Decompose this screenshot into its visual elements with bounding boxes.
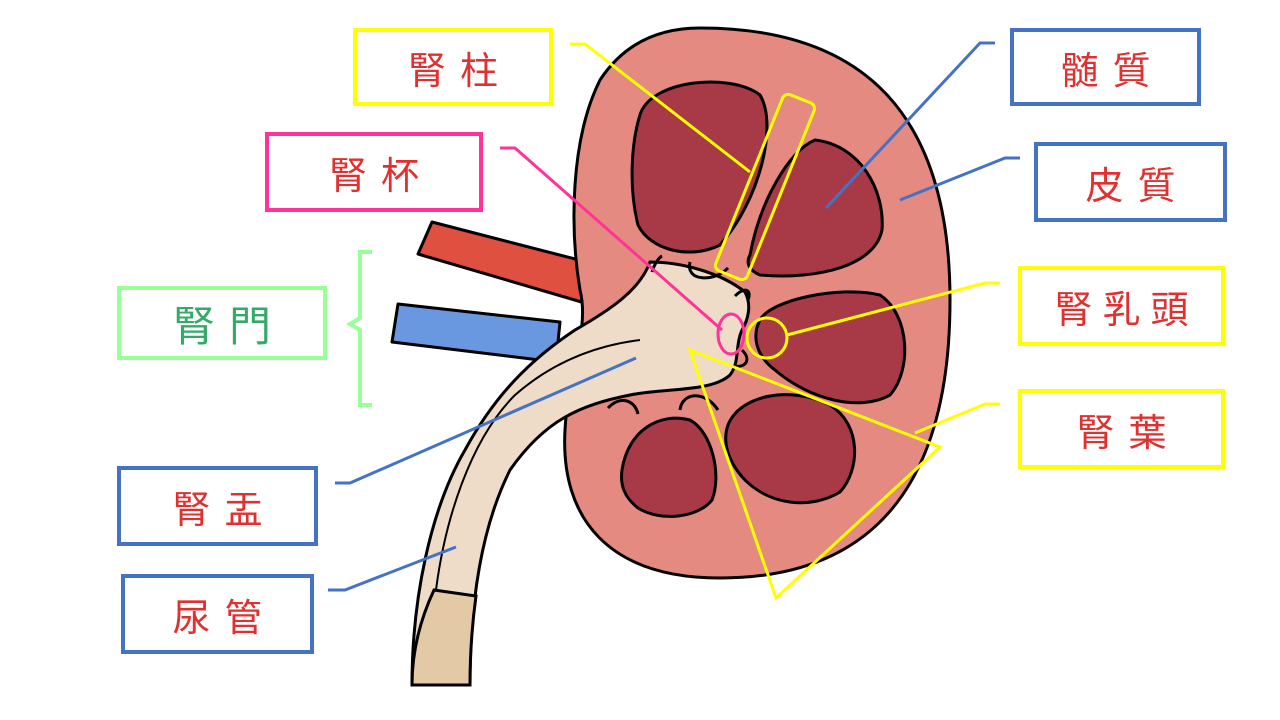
- leader-line-medulla: [824, 41, 995, 210]
- renal-column-highlight: [713, 92, 817, 282]
- leader-line-cortex: [899, 156, 1020, 202]
- calyx-cup: [734, 348, 749, 368]
- label-renal-column: 腎柱: [353, 28, 553, 106]
- renal-calyx-highlight: [716, 312, 746, 356]
- medulla-pyramid: [746, 138, 884, 278]
- renal-vein: [390, 302, 562, 364]
- label-renal-papilla: 腎乳頭: [1018, 266, 1225, 346]
- label-ureter: 尿管: [121, 574, 314, 654]
- leader-line-renal-lobe: [914, 402, 1000, 435]
- leader-line-renal-column: [570, 42, 751, 174]
- renal-papilla-highlight: [745, 316, 789, 360]
- leader-line-ureter: [328, 545, 457, 592]
- label-renal-calyx: 腎杯: [265, 132, 483, 212]
- calyx-cup: [606, 398, 640, 415]
- label-cortex: 皮質: [1034, 142, 1227, 222]
- label-renal-lobe: 腎葉: [1018, 389, 1225, 469]
- medulla-pyramid: [620, 416, 718, 518]
- calyx-cup: [678, 394, 720, 411]
- leader-line-renal-pelvis: [335, 356, 637, 485]
- label-medulla: 髄質: [1010, 28, 1201, 106]
- leader-line-renal-papilla: [786, 281, 1000, 337]
- renal-lobe-highlight: [687, 347, 943, 601]
- label-renal-pelvis: 腎盂: [117, 466, 318, 546]
- leader-line-renal-calyx: [500, 146, 723, 332]
- medulla-pyramid: [724, 393, 857, 505]
- medulla-pyramid: [754, 290, 907, 405]
- medulla-pyramid: [630, 80, 769, 254]
- ureter-lower: [410, 588, 478, 687]
- ureter-inner-line: [435, 339, 641, 591]
- label-renal-hilum: 腎門: [117, 286, 327, 360]
- hilum-bracket: [346, 250, 372, 407]
- renal-pelvis: [410, 260, 751, 687]
- calyx-cup: [733, 288, 751, 301]
